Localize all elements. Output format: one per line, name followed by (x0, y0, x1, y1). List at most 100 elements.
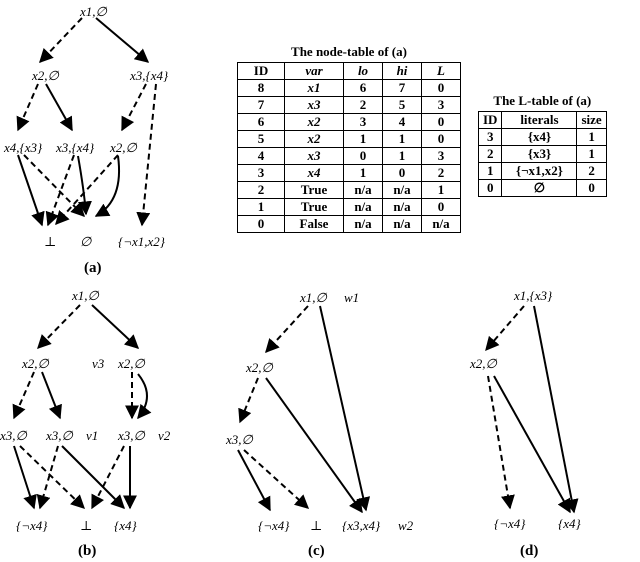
terminal-b-pos: {x4} (114, 518, 137, 533)
l-table-cell: 1 (477, 162, 503, 180)
node-a-x2b: x2,∅ (109, 140, 138, 155)
l-table-cell: 1 (576, 128, 607, 146)
table-row: 0∅0 (477, 179, 607, 197)
l-table-header-cell: literals (501, 111, 578, 129)
edge-a-x4-empty (23, 154, 85, 217)
terminal-c-neg: {¬x4} (258, 518, 290, 533)
edge-a-x3b-empty (77, 155, 92, 216)
l-table-cell: 2 (576, 162, 607, 180)
node-table-header-cell: var (284, 62, 344, 80)
node-table-cell: 5 (382, 96, 422, 114)
node-b-x1: x1,∅ (71, 288, 100, 303)
node-table-cell: 0 (237, 215, 285, 233)
node-table-cell: 3 (237, 164, 285, 182)
edge-a-x2-x3b (45, 83, 73, 132)
node-table-cell: n/a (382, 198, 422, 216)
edge-a-x4-bot (17, 154, 45, 227)
graph-d: x1,{x3} x2,∅ {¬x4} {x4} (d) (469, 288, 581, 559)
edge-a-x3b-bot (45, 154, 75, 227)
graph-d-edges (485, 305, 579, 514)
edge-a-root-x2 (39, 17, 83, 64)
node-table-cell: x3 (284, 96, 344, 114)
node-b-x3c: x3,∅ (117, 428, 146, 443)
l-table-cell: 2 (477, 145, 503, 163)
edge-d-root-pos (533, 305, 579, 514)
terminal-a-empty: ∅ (80, 234, 92, 249)
edge-a-x2b-bot (55, 154, 119, 226)
edge-c-root-set (319, 305, 371, 512)
node-b-v1: v1 (86, 428, 98, 443)
node-c-w1: w1 (344, 290, 359, 305)
node-a-x3b: x3,{x4} (55, 140, 95, 155)
node-table-cell: 1 (237, 198, 285, 216)
table-row: 3{x4}1 (477, 128, 607, 146)
node-table-cell: False (284, 215, 344, 233)
node-table-cell: x3 (284, 147, 344, 165)
edge-b-root-x2 (37, 304, 81, 350)
terminal-c-w2: w2 (398, 518, 414, 533)
terminal-b-neg: {¬x4} (16, 518, 48, 533)
edge-d-root-x2 (485, 305, 525, 352)
edge-b-root-x2r (91, 304, 140, 349)
graph-b-labels: x1,∅ x2,∅ v3 x2,∅ x3,∅ x3,∅ v1 x3,∅ v2 {… (0, 288, 171, 533)
node-table-cell: 2 (237, 181, 285, 199)
node-d-x1: x1,{x3} (513, 288, 553, 303)
node-table-cell: 3 (343, 113, 383, 131)
graph-c-labels: x1,∅ w1 x2,∅ x3,∅ {¬x4} ⊥ {x3,x4} w2 (225, 290, 414, 533)
node-c-x3: x3,∅ (225, 432, 254, 447)
node-table-header-cell: hi (382, 62, 422, 80)
node-table-header-cell: L (421, 62, 461, 80)
node-table-cell: n/a (343, 181, 383, 199)
terminal-a-literals: {¬x1,x2} (118, 234, 166, 249)
node-table-cell: True (284, 181, 344, 199)
caption-b: (b) (78, 543, 96, 559)
node-table-title: The node-table of (a) (291, 44, 407, 59)
caption-d: (d) (520, 543, 538, 559)
node-table-cell: 2 (421, 164, 461, 182)
node-table-cell: 1 (421, 181, 461, 199)
node-table-cell: n/a (343, 215, 383, 233)
node-table-cell: x1 (284, 79, 344, 97)
graph-a-labels: x1,∅ x2,∅ x3,{x4} x4,{x3} x3,{x4} x2,∅ ⊥… (3, 4, 169, 249)
graph-b-edges (12, 304, 152, 510)
node-d-x2: x2,∅ (469, 356, 498, 371)
edge-a-x3-lit (136, 83, 157, 227)
terminal-c-set: {x3,x4} (342, 518, 381, 533)
node-b-x3b: x3,∅ (45, 428, 74, 443)
edge-b-x2-x3a (12, 371, 35, 420)
l-table-header-cell: ID (477, 111, 503, 129)
l-table-cell: 0 (477, 179, 503, 197)
l-table-cell: 3 (477, 128, 503, 146)
node-table-header-cell: ID (237, 62, 285, 80)
edge-c-root-x2 (265, 305, 309, 354)
edge-a-x2b-empty (94, 155, 120, 217)
node-table-cell: 0 (421, 130, 461, 148)
edge-c-x3-bot (243, 449, 310, 509)
node-table-cell: 3 (421, 96, 461, 114)
l-table-header-cell: size (576, 111, 607, 129)
graph-c: x1,∅ w1 x2,∅ x3,∅ {¬x4} ⊥ {x3,x4} w2 (c) (225, 290, 414, 559)
l-table-title: The L-table of (a) (493, 93, 592, 108)
node-table-cell: 1 (343, 130, 383, 148)
node-table-cell: n/a (343, 198, 383, 216)
graph-a: x1,∅ x2,∅ x3,{x4} x4,{x3} x3,{x4} x2,∅ ⊥… (3, 4, 169, 276)
edge-a-x3-x2b (121, 83, 147, 132)
node-table-header-cell: lo (343, 62, 383, 80)
terminal-d-pos: {x4} (558, 516, 581, 531)
node-table-cell: 5 (237, 130, 285, 148)
graph-c-edges (237, 305, 371, 514)
caption-c: (c) (308, 543, 325, 559)
